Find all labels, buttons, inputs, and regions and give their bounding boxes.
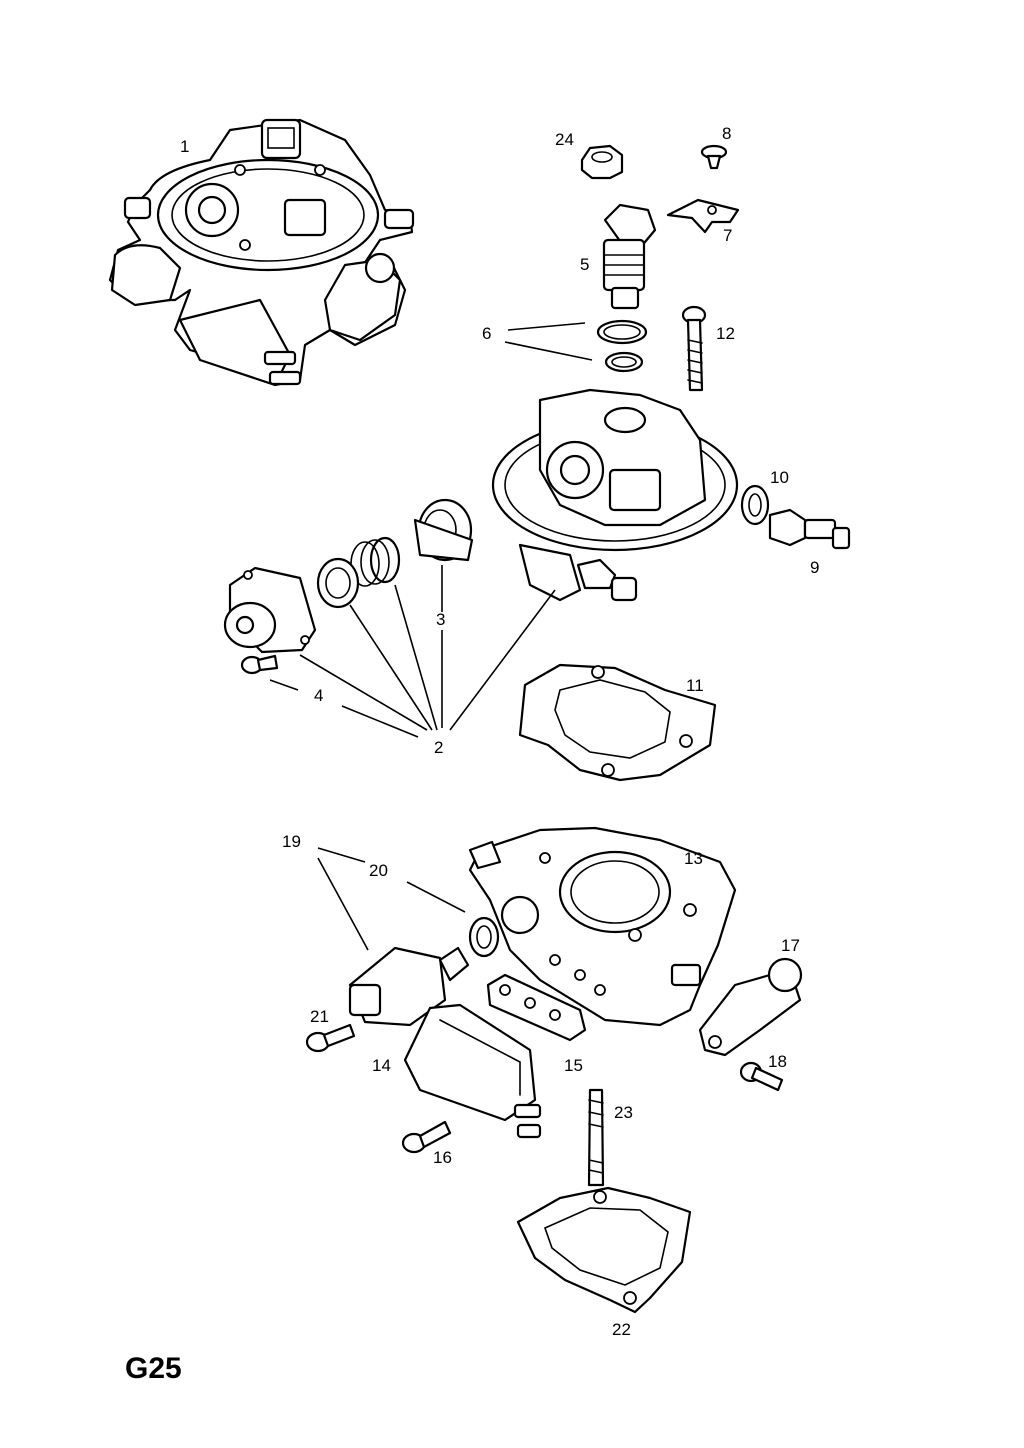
sensor-17 bbox=[698, 957, 803, 1057]
callout-18: 18 bbox=[768, 1052, 787, 1071]
lower-body-13 bbox=[468, 826, 737, 1027]
callout-4: 4 bbox=[314, 686, 323, 705]
callout-8: 8 bbox=[722, 124, 731, 143]
callout-21: 21 bbox=[310, 1007, 329, 1026]
callout-20: 20 bbox=[369, 861, 388, 880]
screw-18 bbox=[739, 1061, 784, 1092]
callout-13: 13 bbox=[684, 849, 703, 868]
page-code: G25 bbox=[125, 1352, 182, 1385]
bolt-12 bbox=[681, 305, 707, 392]
screw-16 bbox=[401, 1120, 452, 1154]
callout-23: 23 bbox=[614, 1103, 633, 1122]
callout-12: 12 bbox=[716, 324, 735, 343]
callout-1: 1 bbox=[180, 137, 189, 156]
housing-14 bbox=[403, 1003, 542, 1139]
callout-5: 5 bbox=[580, 255, 589, 274]
callout-10: 10 bbox=[770, 468, 789, 487]
callout-22: 22 bbox=[612, 1320, 631, 1339]
callout-15: 15 bbox=[564, 1056, 583, 1075]
regulator-cover bbox=[223, 566, 317, 654]
gasket-22 bbox=[516, 1186, 692, 1314]
callout-19: 19 bbox=[282, 832, 301, 851]
screw-4 bbox=[240, 654, 279, 675]
stud-23 bbox=[587, 1088, 605, 1187]
screw-21 bbox=[305, 1023, 356, 1053]
washer-10 bbox=[740, 484, 770, 526]
callout-9: 9 bbox=[810, 558, 819, 577]
callout-16: 16 bbox=[433, 1148, 452, 1167]
nut-24 bbox=[580, 144, 624, 180]
callout-17: 17 bbox=[781, 936, 800, 955]
o-rings-6 bbox=[596, 319, 648, 373]
upper-housing bbox=[491, 388, 739, 602]
callout-numbers: 1 2 3 4 5 6 7 8 9 10 11 12 13 14 15 16 1… bbox=[180, 124, 819, 1339]
fitting-9 bbox=[768, 508, 851, 550]
clip-7 bbox=[666, 198, 740, 234]
screw-8 bbox=[700, 144, 728, 170]
callout-3: 3 bbox=[436, 610, 445, 629]
callout-7: 7 bbox=[723, 226, 732, 245]
gasket-15 bbox=[486, 973, 587, 1042]
callout-14: 14 bbox=[372, 1056, 391, 1075]
injector-5 bbox=[602, 203, 657, 310]
o-ring-20 bbox=[468, 916, 500, 958]
callout-24: 24 bbox=[555, 130, 574, 149]
callout-11: 11 bbox=[686, 676, 704, 695]
valve-19 bbox=[348, 946, 470, 1027]
gasket-11 bbox=[518, 663, 717, 782]
throttle-body-assembly bbox=[108, 118, 415, 387]
callout-6: 6 bbox=[482, 324, 491, 343]
callout-2: 2 bbox=[434, 738, 443, 757]
pressure-regulator-parts bbox=[316, 498, 474, 609]
leader-lines bbox=[269, 322, 593, 951]
